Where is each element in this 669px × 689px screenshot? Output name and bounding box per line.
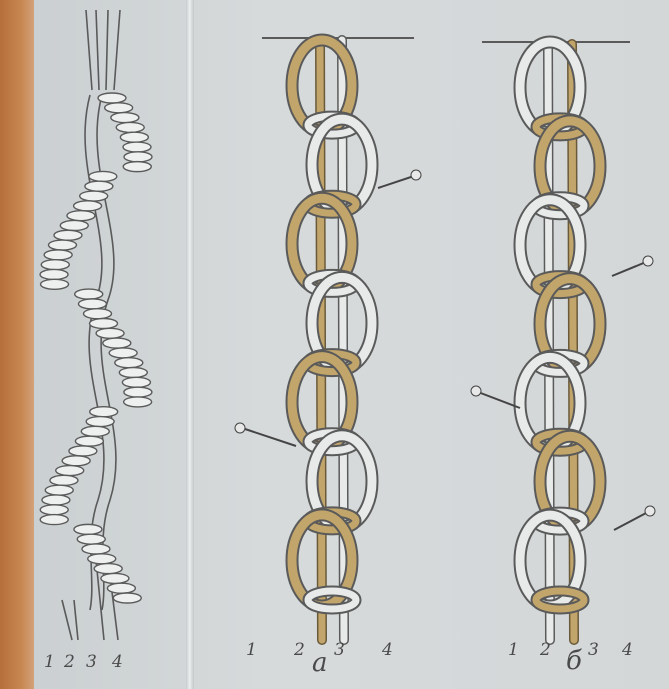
knot-loop [74,524,102,534]
pin-head-icon [645,506,655,516]
cord-number: 3 [588,640,599,660]
knot-loop [78,299,106,309]
knot-loop [123,162,151,172]
pin-head-icon [471,386,481,396]
knot-loop [123,142,151,152]
knot-loop [56,466,84,476]
pin-right-a [378,176,414,188]
knot-loop [44,250,72,260]
knot-loop [113,593,141,603]
knot-loop [124,397,152,407]
pin-left-a [242,428,296,446]
cord-number: 4 [622,640,633,660]
cord-number: 4 [112,652,123,672]
cord-number: 3 [334,640,345,660]
knot-loop [40,505,68,515]
knot-loop [116,122,144,132]
knot-loop [101,573,129,583]
pin-head-icon [643,256,653,266]
knot-loop [90,318,118,328]
knot-loop [41,279,69,289]
knot-loop [42,495,70,505]
caption-b: б [566,646,582,676]
knot-loop [84,309,112,319]
knot-loop [115,358,143,368]
knot-loop [120,132,148,142]
knot-loop [77,534,105,544]
knot-loop [41,260,69,270]
knot-loop [45,485,73,495]
knot-loop [122,377,150,387]
cord-number: 4 [382,640,393,660]
pin-head-icon [235,423,245,433]
cord-number: 1 [508,640,519,660]
knot-loop [103,338,131,348]
knot-loop [85,181,113,191]
cord-number: 2 [294,640,305,660]
pin-right-b [612,262,646,276]
knot-loop [74,201,102,211]
knot-loop [88,554,116,564]
knot-loop [124,152,152,162]
knot-loop [48,240,76,250]
knot-loop [119,368,147,378]
knot-loop [109,348,137,358]
half-knot-loops [40,93,152,603]
knot-loop [54,230,82,240]
knot-loop [94,564,122,574]
cord-number: 3 [86,652,97,672]
panel-a-chain [235,38,421,640]
pin-head-icon [411,170,421,180]
knot-loop [98,93,126,103]
knot-loop [105,103,133,113]
panel-b-chain [471,42,655,640]
cord-number: 1 [44,652,55,672]
knot-loop [124,387,152,397]
knot-loop [89,171,117,181]
knot-loop [67,211,95,221]
knot-loop [60,220,88,230]
knot-loop [50,475,78,485]
knot-loop [82,544,110,554]
pin-lower-b [614,512,648,530]
cord-number: 2 [540,640,551,660]
cord-number: 2 [64,652,75,672]
knot-loop [90,407,118,417]
knot-loop [96,328,124,338]
knot-loop [107,583,135,593]
knot-loop [81,426,109,436]
knot-loop [62,456,90,466]
knot-loop [40,269,68,279]
knot-loop [75,289,103,299]
knot-loop [111,113,139,123]
knot-loop [86,417,114,427]
cord-number: 1 [246,640,257,660]
caption-a: а [312,648,328,678]
knot-loop [75,436,103,446]
knot-loop [80,191,108,201]
spiral-knot-chain [40,10,152,640]
knot-loop [40,515,68,525]
knot-loop [69,446,97,456]
